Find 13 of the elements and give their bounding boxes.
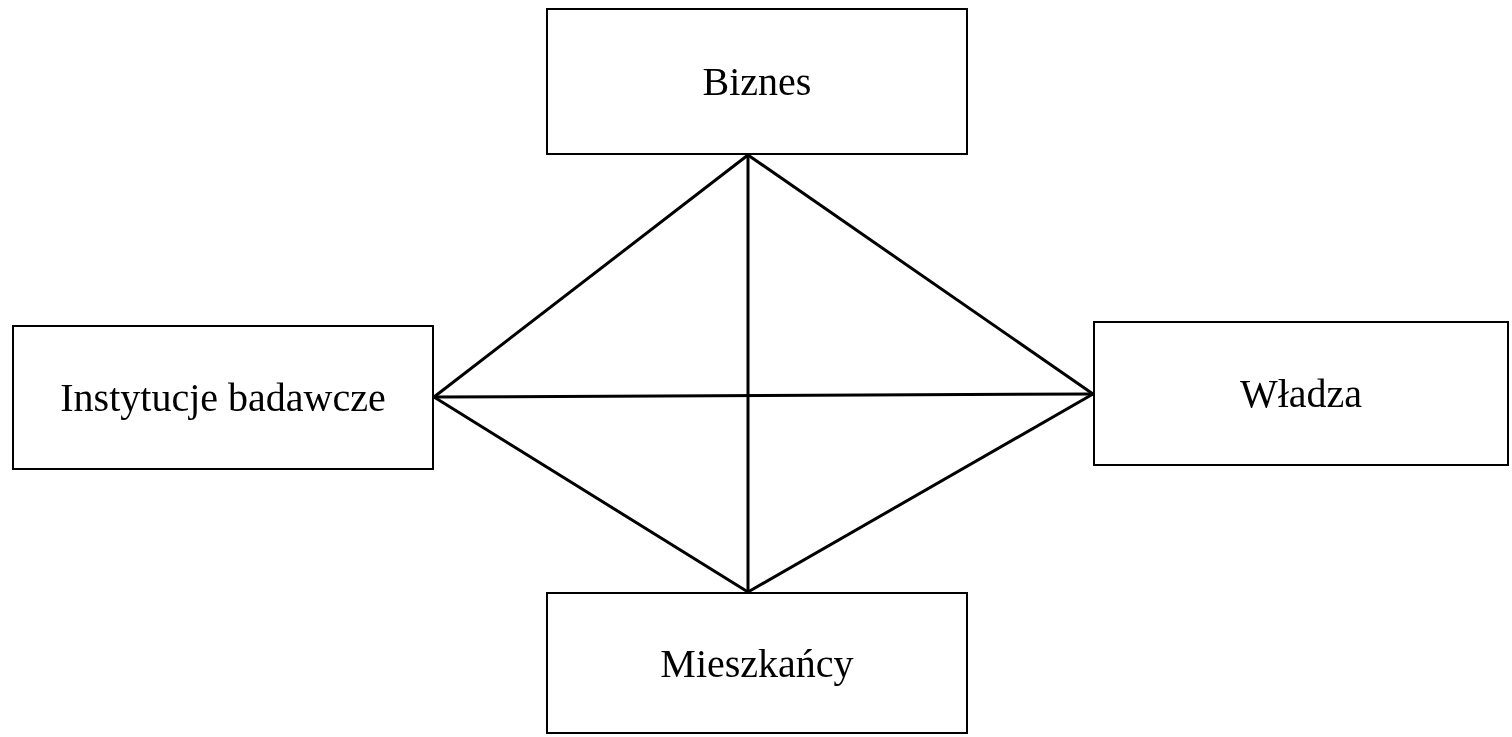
node-label: Mieszkańcy [660,639,854,687]
connector-line [433,395,749,594]
connector-line [747,153,1094,396]
connector-line [434,392,1093,399]
node-box [546,592,968,734]
node-box [1093,321,1509,466]
node-label: Biznes [702,58,812,105]
node-box [12,325,434,470]
node-label: Władza [1239,370,1363,417]
node-label: Instytucje badawcze [60,374,386,421]
connector-line [747,392,1094,594]
node-box [546,8,968,155]
connector-line [746,155,750,592]
